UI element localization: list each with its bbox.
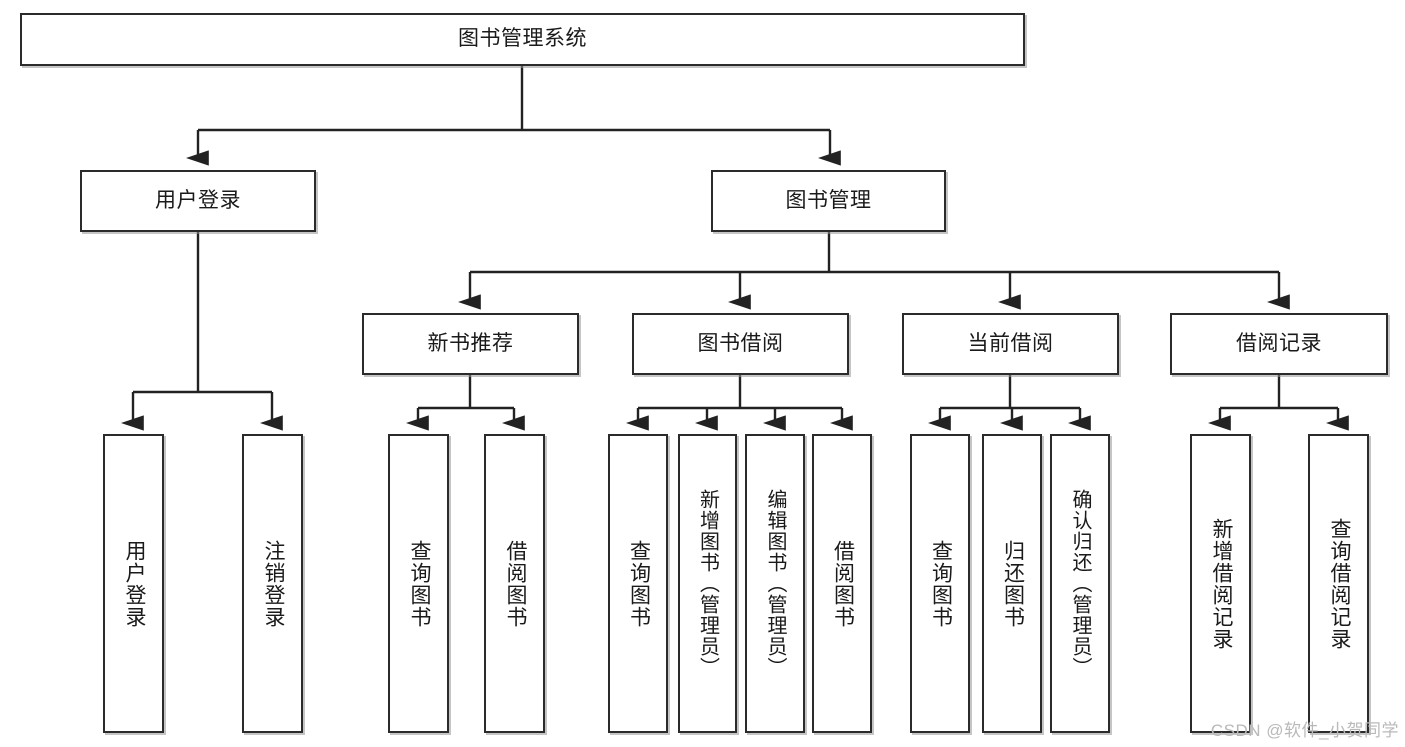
node-leaf-add-book-label: 新增图书（管理员） — [696, 489, 719, 678]
node-leaf-query-book-borrow[interactable]: 查询图书 — [608, 434, 668, 733]
node-leaf-confirm-return[interactable]: 确认归还（管理员） — [1050, 434, 1110, 733]
node-leaf-add-book[interactable]: 新增图书（管理员） — [678, 434, 737, 733]
node-leaf-query-book-rec-label: 查询图书 — [407, 539, 431, 628]
node-root[interactable]: 图书管理系统 — [20, 13, 1025, 66]
node-new-book-recommend-label: 新书推荐 — [427, 331, 514, 355]
node-leaf-edit-book-label: 编辑图书（管理员） — [764, 489, 786, 678]
node-leaf-return-book-label: 归还图书 — [1001, 539, 1025, 628]
node-leaf-add-record[interactable]: 新增借阅记录 — [1190, 434, 1251, 733]
node-root-label: 图书管理系统 — [458, 27, 587, 51]
node-current-borrow-label: 当前借阅 — [967, 331, 1054, 355]
node-leaf-return-book[interactable]: 归还图书 — [982, 434, 1042, 733]
node-leaf-user-login-label: 用户登录 — [122, 539, 146, 628]
node-leaf-user-logout[interactable]: 注销登录 — [242, 434, 303, 733]
node-book-management[interactable]: 图书管理 — [711, 170, 946, 232]
node-leaf-edit-book[interactable]: 编辑图书（管理员） — [745, 434, 805, 733]
node-leaf-user-logout-label: 注销登录 — [261, 539, 285, 628]
node-book-borrow-label: 图书借阅 — [697, 331, 784, 355]
node-leaf-query-record[interactable]: 查询借阅记录 — [1308, 434, 1369, 733]
node-current-borrow[interactable]: 当前借阅 — [902, 313, 1119, 375]
node-leaf-query-book-borrow-label: 查询图书 — [627, 539, 651, 628]
node-leaf-borrow-book-rec-label: 借阅图书 — [503, 539, 527, 628]
node-book-borrow[interactable]: 图书借阅 — [632, 313, 849, 375]
node-leaf-user-login[interactable]: 用户登录 — [103, 434, 164, 733]
node-user-login[interactable]: 用户登录 — [80, 170, 316, 232]
node-leaf-add-record-label: 新增借阅记录 — [1209, 517, 1233, 650]
node-leaf-borrow-book-rec[interactable]: 借阅图书 — [484, 434, 545, 733]
node-borrow-record[interactable]: 借阅记录 — [1170, 313, 1388, 375]
node-leaf-query-book-current-label: 查询图书 — [929, 539, 953, 628]
node-leaf-borrow-book[interactable]: 借阅图书 — [812, 434, 872, 733]
node-user-login-label: 用户登录 — [155, 188, 241, 212]
watermark: CSDN @软件_小贺同学 — [1210, 721, 1399, 740]
node-borrow-record-label: 借阅记录 — [1236, 331, 1322, 355]
node-new-book-recommend[interactable]: 新书推荐 — [362, 313, 579, 375]
node-leaf-query-book-current[interactable]: 查询图书 — [910, 434, 970, 733]
node-leaf-query-book-rec[interactable]: 查询图书 — [388, 434, 449, 733]
node-leaf-borrow-book-label: 借阅图书 — [831, 539, 855, 628]
node-book-management-label: 图书管理 — [785, 188, 872, 212]
node-leaf-confirm-return-label: 确认归还（管理员） — [1069, 489, 1091, 678]
node-leaf-query-record-label: 查询借阅记录 — [1327, 517, 1351, 650]
